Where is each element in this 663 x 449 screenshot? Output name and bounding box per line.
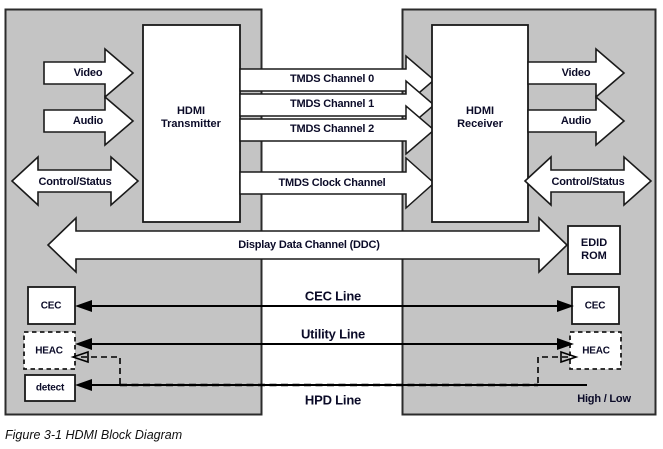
hdmi-receiver-label-line2: Receiver <box>457 118 503 130</box>
source-heac-label: HEAC <box>35 345 63 357</box>
hdmi-receiver-label: HDMI Receiver <box>457 105 503 131</box>
hdmi-transmitter-label: HDMI Transmitter <box>161 105 221 131</box>
tmds-channel-1-label: TMDS Channel 1 <box>290 98 374 110</box>
hdmi-transmitter-label-line2: Transmitter <box>161 118 221 130</box>
audio-in-arrow <box>43 95 135 147</box>
edid-rom-label: EDID ROM <box>581 237 607 263</box>
tmds-channel-0-arrow <box>239 54 436 106</box>
edid-rom-label-line2: ROM <box>581 250 607 262</box>
cec-line-connector <box>75 300 574 312</box>
hdmi-transmitter-label-line1: HDMI <box>176 105 206 117</box>
sink-cec-box <box>571 286 620 325</box>
tmds-clock-channel-arrow <box>239 156 436 210</box>
video-out-label: Video <box>561 67 591 79</box>
video-in-arrow <box>43 47 135 99</box>
sink-heac-label: HEAC <box>582 345 610 357</box>
sink-heac-box <box>569 331 622 370</box>
utility-line-label: Utility Line <box>300 326 366 342</box>
display-data-channel-label: Display Data Channel (DDC) <box>238 239 380 251</box>
tmds-channel-0-label: TMDS Channel 0 <box>290 73 374 85</box>
hdmi-receiver-box <box>431 24 529 223</box>
source-cec-label: CEC <box>40 300 62 312</box>
heac-source-branch <box>70 350 121 385</box>
audio-out-arrow <box>527 95 626 147</box>
control-status-sink-arrow <box>523 155 653 207</box>
video-out-arrow <box>527 47 626 99</box>
edid-rom-box <box>567 225 621 275</box>
hpd-state-label: High / Low <box>577 393 631 405</box>
hpd-line-connector <box>75 379 587 391</box>
source-detect-label: detect <box>35 382 65 394</box>
control-status-source-label: Control/Status <box>38 176 112 188</box>
tmds-clock-channel-label: TMDS Clock Channel <box>278 177 386 189</box>
tmds-channel-1-arrow <box>239 79 436 131</box>
heac-sink-branch <box>537 350 579 385</box>
display-data-channel-arrow <box>46 216 569 274</box>
video-in-label: Video <box>73 67 103 79</box>
hpd-line-label: HPD Line <box>304 392 362 408</box>
tmds-channel-2-label: TMDS Channel 2 <box>290 123 374 135</box>
control-status-sink-label: Control/Status <box>551 176 625 188</box>
source-detect-box <box>24 374 76 402</box>
audio-in-label: Audio <box>72 115 104 127</box>
cec-line-label: CEC Line <box>304 288 362 304</box>
source-heac-box <box>23 331 76 370</box>
sink-cec-label: CEC <box>584 300 606 312</box>
audio-out-label: Audio <box>560 115 592 127</box>
figure-caption: Figure 3-1 HDMI Block Diagram <box>5 428 183 442</box>
edid-rom-label-line1: EDID <box>580 237 608 249</box>
utility-line-connector <box>75 338 574 350</box>
source-cec-box <box>27 286 76 325</box>
control-status-source-arrow <box>10 155 140 207</box>
hdmi-receiver-label-line1: HDMI <box>465 105 495 117</box>
tmds-channel-2-arrow <box>239 104 436 156</box>
